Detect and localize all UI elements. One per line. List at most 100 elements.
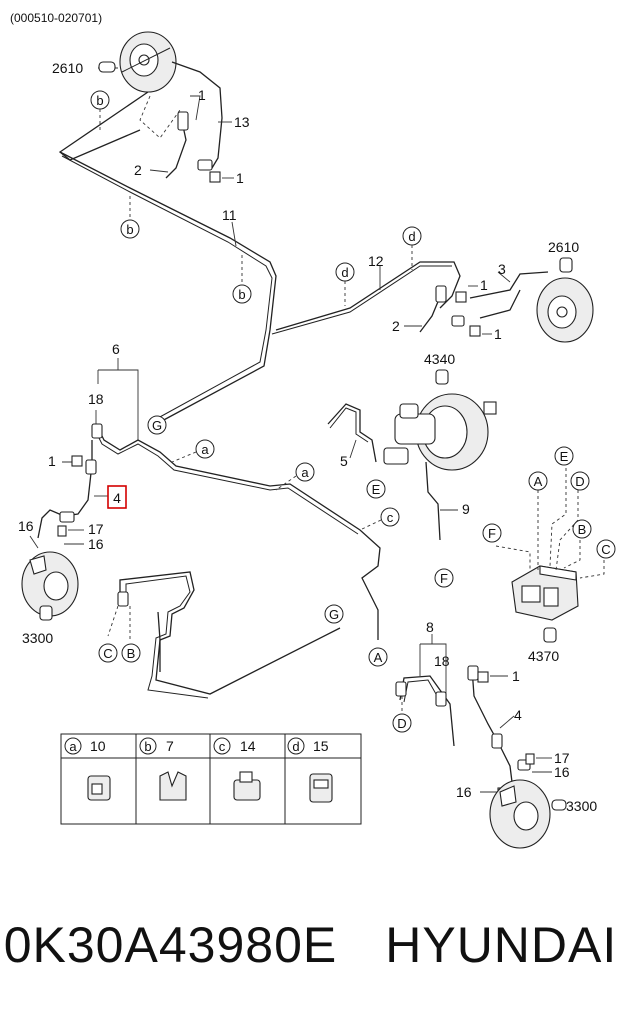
part-16-label-left-a: 16 xyxy=(88,536,104,552)
svg-text:A: A xyxy=(534,474,543,489)
circle-A-abs: A xyxy=(528,471,548,491)
circle-b-2: b xyxy=(120,219,140,239)
part-4-label-lower: 4 xyxy=(514,707,522,723)
part-16-label-lower-b: 16 xyxy=(456,784,472,800)
circle-G-right: G xyxy=(324,604,344,624)
part-16-label-lower-a: 16 xyxy=(554,764,570,780)
part-16-label-left-b: 16 xyxy=(18,518,34,534)
svg-text:F: F xyxy=(440,571,448,586)
ref-2610-top: 2610 xyxy=(52,60,83,76)
part-4-highlight-label[interactable]: 4 xyxy=(113,490,121,506)
part-5-label: 5 xyxy=(340,453,348,469)
part-2-label-top: 2 xyxy=(134,162,142,178)
circle-A-lower: A xyxy=(368,647,388,667)
svg-text:D: D xyxy=(397,716,406,731)
circle-c-1: c xyxy=(380,507,400,527)
svg-text:a: a xyxy=(69,739,77,754)
brake-line-diagram: (000510-020701) 2610 13 2 1 1 b b b xyxy=(10,11,616,849)
clip-15-icon xyxy=(309,773,333,803)
ref-3300-left: 3300 xyxy=(22,630,53,646)
svg-text:10: 10 xyxy=(90,738,106,754)
clip-10-icon xyxy=(87,775,111,801)
part-17-label-left: 17 xyxy=(88,521,104,537)
ref-4370: 4370 xyxy=(528,648,559,664)
circle-C-abs: C xyxy=(596,539,616,559)
front-disc-right xyxy=(489,779,551,849)
circle-F-abs: F xyxy=(482,523,502,543)
svg-text:G: G xyxy=(329,607,339,622)
clip-14-icon xyxy=(233,771,261,801)
svg-text:C: C xyxy=(103,646,112,661)
svg-text:G: G xyxy=(152,418,162,433)
ref-3300-right: 3300 xyxy=(566,798,597,814)
part-1-label-top-a: 1 xyxy=(198,87,206,103)
part-18-label-left: 18 xyxy=(88,391,104,407)
legend-cell-a: a 10 xyxy=(64,737,111,801)
circle-d-2: d xyxy=(402,226,422,246)
circle-a-1: a xyxy=(195,439,215,459)
abs-unit xyxy=(511,565,579,621)
part-1-label-top-b: 1 xyxy=(236,170,244,186)
legend-cell-b: b 7 xyxy=(139,737,187,801)
circle-b-1: b xyxy=(90,90,110,110)
rear-drum-right xyxy=(536,277,594,343)
front-disc-left xyxy=(21,551,79,617)
svg-text:d: d xyxy=(341,265,348,280)
part-6-label: 6 xyxy=(112,341,120,357)
svg-text:d: d xyxy=(408,229,415,244)
circle-G-left: G xyxy=(147,415,167,435)
svg-text:a: a xyxy=(201,442,209,457)
ref-4340: 4340 xyxy=(424,351,455,367)
circle-C-left: C xyxy=(98,643,118,663)
svg-text:A: A xyxy=(374,650,383,665)
svg-text:b: b xyxy=(144,739,151,754)
svg-text:15: 15 xyxy=(313,738,329,754)
svg-text:c: c xyxy=(219,739,226,754)
legend-cell-d: d 15 xyxy=(287,737,333,803)
highlight-box-part-4[interactable] xyxy=(107,485,127,509)
circle-d-1: d xyxy=(335,262,355,282)
part-1-label-right-b: 1 xyxy=(494,326,502,342)
part-code: 0K30A43980E xyxy=(3,917,338,973)
circle-E-1: E xyxy=(366,479,386,499)
svg-text:b: b xyxy=(126,222,133,237)
circle-E-abs: E xyxy=(554,446,574,466)
svg-text:D: D xyxy=(575,474,584,489)
part-9-label: 9 xyxy=(462,501,470,517)
circle-D-right: D xyxy=(392,713,412,733)
ref-2610-right: 2610 xyxy=(548,239,579,255)
part-footer: 0K30A43980E HYUNDAI xyxy=(0,900,621,990)
part-2-label-right: 2 xyxy=(392,318,400,334)
part-1-label-right-a: 1 xyxy=(480,277,488,293)
svg-text:c: c xyxy=(387,510,394,525)
rear-drum-left xyxy=(119,31,177,93)
circle-B-left: B xyxy=(121,643,141,663)
svg-text:d: d xyxy=(292,739,299,754)
part-12-label: 13 xyxy=(234,114,250,130)
circle-a-2: a xyxy=(295,462,315,482)
svg-text:B: B xyxy=(127,646,136,661)
serial-range: (000510-020701) xyxy=(10,11,102,25)
circle-b-3: b xyxy=(232,284,252,304)
circle-F-1: F xyxy=(434,568,454,588)
clip-legend-table: a 10 b 7 c 14 d 15 xyxy=(60,733,362,825)
svg-text:14: 14 xyxy=(240,738,256,754)
part-8-label: 8 xyxy=(426,619,434,635)
part-3-label: 3 xyxy=(498,261,506,277)
brand-name: HYUNDAI xyxy=(385,917,618,973)
circle-D-abs: D xyxy=(570,471,590,491)
svg-text:b: b xyxy=(96,93,103,108)
svg-text:C: C xyxy=(601,542,610,557)
part-13-label: 12 xyxy=(368,253,384,269)
svg-text:E: E xyxy=(372,482,381,497)
part-18-label-right: 18 xyxy=(434,653,450,669)
svg-text:E: E xyxy=(560,449,569,464)
svg-text:B: B xyxy=(578,522,587,537)
svg-text:F: F xyxy=(488,526,496,541)
part-1-label-left: 1 xyxy=(48,453,56,469)
part-11-label: 11 xyxy=(222,207,237,223)
brake-booster xyxy=(383,393,497,471)
part-1-label-lower: 1 xyxy=(512,668,520,684)
legend-cell-c: c 14 xyxy=(213,737,261,801)
part-17-label-lower: 17 xyxy=(554,750,570,766)
